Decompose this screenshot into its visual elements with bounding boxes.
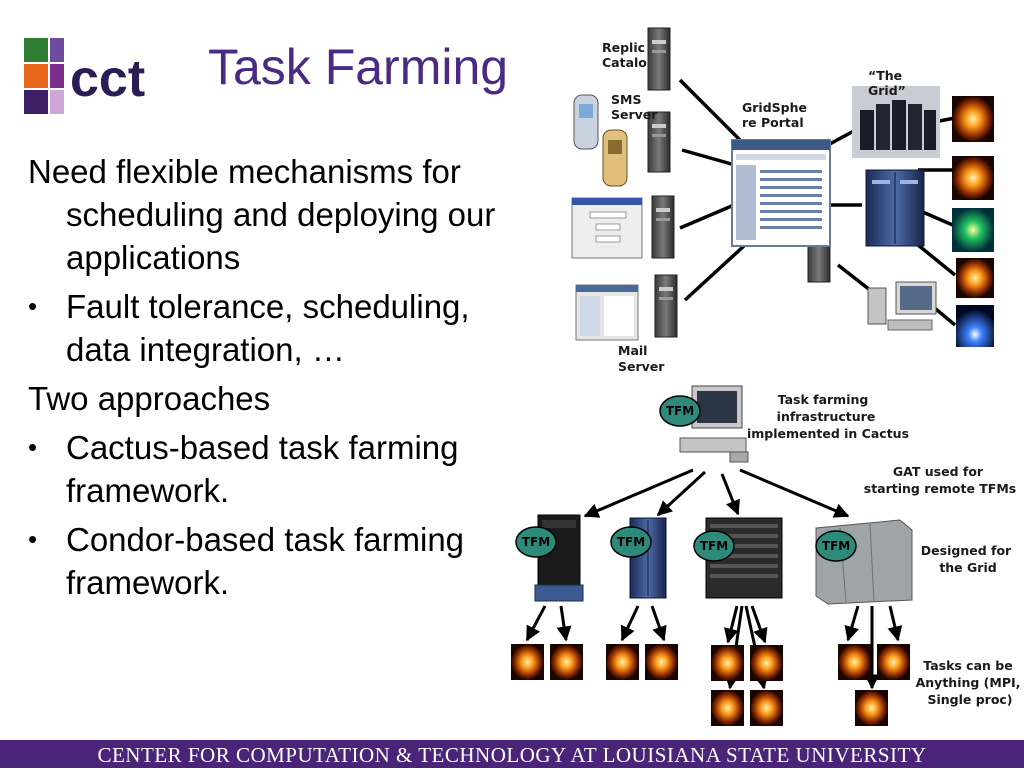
diagram-label-tasks-1: Tasks can be [923,658,1012,673]
task-image [855,690,888,726]
tfm-badge: TFM [693,530,735,562]
diagram-label-replica-1: Replic [602,40,645,55]
mobile-phone-icon [602,129,628,187]
task-image [711,645,744,681]
simulation-image [956,305,994,347]
task-image [750,645,783,681]
task-image [645,644,678,680]
footer-banner: CENTER FOR COMPUTATION & TECHNOLOGY AT L… [0,740,1024,768]
server-icon [651,195,675,259]
tfm-label: TFM [617,535,645,549]
task-farming-diagram: Replic Catalo SMS Server GridSphe re Por… [511,27,1021,726]
slide-content: Need flexible mechanisms for scheduling … [28,150,508,610]
master-computer-icon [679,385,749,463]
diagram-label-tasks-3: Single proc) [927,692,1012,707]
rack-server-icon [865,169,925,247]
diagram-label-designed-1: Designed for [921,543,1012,558]
bullet-text: Need flexible mechanisms for scheduling … [28,153,496,276]
diagram-label-thegrid-2: Grid” [868,83,906,98]
tfm-badge: TFM [515,526,557,558]
task-image [877,644,910,680]
diagram-label-replica-2: Catalo [602,55,647,70]
mobile-phone-icon [573,94,599,150]
task-image [750,690,783,726]
diagram-label-mail-1: Mail [618,343,647,358]
task-image [606,644,639,680]
tfm-badge: TFM [610,526,652,558]
tfm-badge: TFM [815,530,857,562]
logo-square [50,90,64,114]
server-icon [647,27,671,91]
slide-title: Task Farming [208,39,509,95]
server-icon [647,111,671,173]
task-image [550,644,583,680]
bullet-level1: Two approaches [28,377,508,420]
simulation-image [952,156,994,200]
diagram-label-gridsphere-1: GridSphe [742,100,807,115]
logo-square [50,64,64,88]
bullet-dot-icon: • [28,524,38,554]
bullet-level2: • Condor-based task farming framework. [28,518,508,604]
diagram-label-mail-2: Server [618,359,665,374]
bullet-text: Cactus-based task farming framework. [66,429,459,509]
tfm-badge: TFM [659,395,701,427]
simulation-image [956,258,994,298]
task-image [838,644,871,680]
browser-screenshot-icon [571,197,643,259]
diagram-label-infrastructure-3: implemented in Cactus [747,426,909,441]
tfm-label: TFM [522,535,550,549]
diagram-label-sms-2: Server [611,107,658,122]
diagram-label-gridsphere-2: re Portal [742,115,804,130]
grid-cluster-icon [852,86,940,158]
diagram-label-infrastructure-2: infrastructure [777,409,876,424]
bullet-dot-icon: • [28,432,38,462]
logo-square [50,38,64,62]
bullet-level2: • Fault tolerance, scheduling, data integ… [28,285,508,371]
email-client-screenshot-icon [575,284,639,341]
logo-square [24,90,48,114]
bullet-level2: • Cactus-based task farming framework. [28,426,508,512]
bullet-text: Condor-based task farming framework. [66,521,465,601]
diagram-label-infrastructure-1: Task farming [778,392,869,407]
diagram-label-designed-2: the Grid [939,560,996,575]
logo-text: cct [70,50,145,108]
diagram-label-gat-2: starting remote TFMs [864,481,1016,496]
bullet-level1: Need flexible mechanisms for scheduling … [28,150,508,279]
diagram-label-gat-1: GAT used for [893,464,984,479]
diagram-label-tasks-2: Anything (MPI, [916,675,1021,690]
cct-logo: cct [24,38,145,114]
server-icon [654,274,678,338]
diagram-label-sms-1: SMS [611,92,641,107]
bullet-text: Fault tolerance, scheduling, data integr… [66,288,470,368]
diagram-label-thegrid-1: “The [868,68,902,83]
tfm-label: TFM [700,539,728,553]
task-image [711,690,744,726]
logo-square [24,64,48,88]
desktop-computer-icon [867,281,937,331]
tfm-label: TFM [822,539,850,553]
simulation-image [952,96,994,142]
dispatch-arrows [583,468,850,518]
logo-square [24,38,48,62]
tfm-label: TFM [666,404,694,418]
simulation-image [952,208,994,252]
bullet-dot-icon: • [28,291,38,321]
task-image [511,644,544,680]
bullet-text: Two approaches [28,380,271,417]
gridsphere-portal-screenshot [731,139,831,247]
